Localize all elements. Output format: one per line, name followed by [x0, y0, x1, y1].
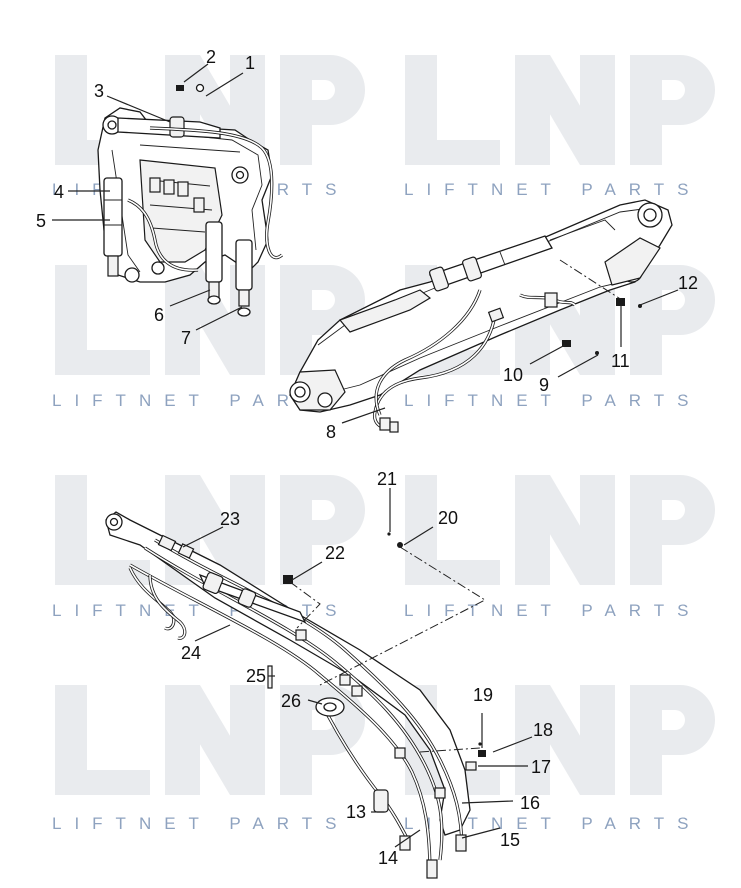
watermark-text: LIFTNET PARTS — [404, 180, 701, 199]
clamp-part — [283, 575, 293, 584]
o-ring-part — [195, 83, 205, 93]
fitting-part — [397, 542, 403, 548]
watermark-logo — [55, 55, 715, 795]
callout-10: 10 — [503, 365, 523, 385]
view-arm-hose-routing — [105, 511, 487, 879]
callout-4: 4 — [54, 182, 64, 202]
cylinder-right-1 — [205, 221, 223, 305]
callout-18: 18 — [533, 720, 553, 740]
callout-3: 3 — [94, 81, 104, 101]
cylinder-right-2 — [235, 239, 253, 317]
watermark-text: LIFTNET PARTS — [404, 391, 701, 410]
callout-13: 13 — [346, 802, 366, 822]
boom-cylinder — [429, 219, 616, 292]
callout-26: 26 — [281, 691, 301, 711]
view-front-bucket-assembly — [97, 83, 284, 317]
callout-19: 19 — [473, 685, 493, 705]
callout-16: 16 — [520, 793, 540, 813]
clamp-part — [562, 340, 571, 347]
callout-5: 5 — [36, 211, 46, 231]
watermark-text: LIFTNET PARTS — [52, 814, 349, 833]
watermark-text: LIFTNET PARTS — [404, 814, 701, 833]
leader-lines — [52, 63, 679, 848]
boom-body — [289, 199, 673, 413]
callout-labels: 1 2 3 4 5 6 7 8 9 10 11 12 13 14 15 16 1… — [36, 47, 698, 868]
callout-12: 12 — [678, 273, 698, 293]
callout-14: 14 — [378, 848, 398, 868]
callout-21: 21 — [377, 469, 397, 489]
callout-1: 1 — [245, 53, 255, 73]
watermark-text: LIFTNET PARTS — [404, 601, 701, 620]
callout-23: 23 — [220, 509, 240, 529]
watermark-text: LIFTNET PARTS — [52, 391, 349, 410]
callout-15: 15 — [500, 830, 520, 850]
callout-17: 17 — [531, 757, 551, 777]
callout-22: 22 — [325, 543, 345, 563]
cylinder-left — [103, 177, 123, 277]
clamp-part — [616, 298, 625, 306]
callout-24: 24 — [181, 643, 201, 663]
fitting-part — [176, 85, 184, 91]
callout-25: 25 — [246, 666, 266, 686]
callout-2: 2 — [206, 47, 216, 67]
arm-tube — [105, 511, 471, 836]
clamp-part — [478, 750, 486, 757]
view-boom-assembly — [289, 199, 673, 433]
callout-6: 6 — [154, 305, 164, 325]
callout-20: 20 — [438, 508, 458, 528]
watermark-layer: LIFTNET PARTS LIFTNET PARTS LIFTNET PART… — [52, 55, 715, 833]
callout-8: 8 — [326, 422, 336, 442]
callout-7: 7 — [181, 328, 191, 348]
callout-9: 9 — [539, 375, 549, 395]
callout-11: 11 — [611, 351, 630, 371]
